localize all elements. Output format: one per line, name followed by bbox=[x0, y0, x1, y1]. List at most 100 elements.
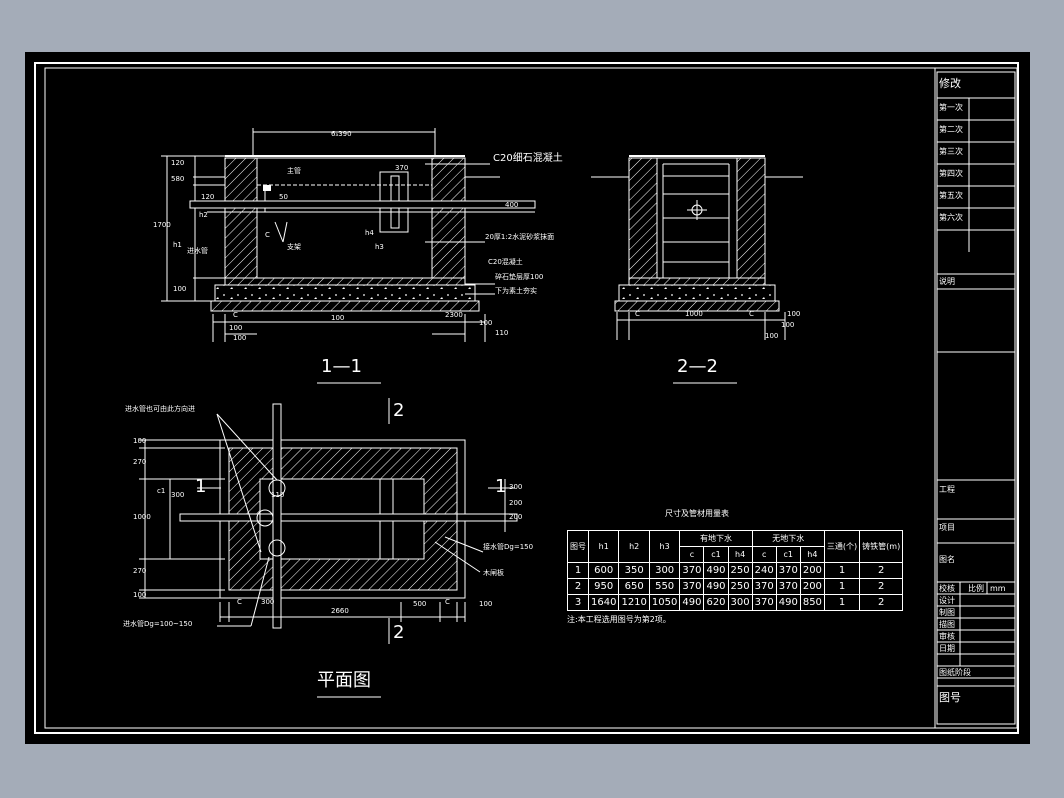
sec11-dim-100e: 100 bbox=[173, 285, 187, 293]
tb-explain: 说明 bbox=[939, 277, 955, 286]
plan-dim-l0: 100 bbox=[133, 437, 147, 445]
cut-1-left: 1 bbox=[195, 476, 207, 497]
sec11-dim-120: 120 bbox=[171, 159, 185, 167]
plan-dim-b1: 300 bbox=[261, 598, 275, 606]
sec22-dim-100a: 100 bbox=[787, 310, 801, 318]
spec-head-tee: 三通(个) bbox=[823, 530, 861, 563]
tb-drawing-name: 图名 bbox=[939, 555, 955, 564]
sec11-inlet: 进水管 bbox=[187, 247, 208, 255]
sec11-dim-2300: 100 bbox=[331, 314, 345, 322]
spec-head-h3: h3 bbox=[648, 530, 681, 563]
plan-outlet: 接水管Dg=150 bbox=[483, 543, 534, 551]
sec11-dim-c1: C bbox=[233, 311, 238, 319]
tb-row-review: 审核 bbox=[939, 632, 955, 641]
plan-inlet-bottom: 进水管Dg=100~150 bbox=[123, 620, 193, 628]
plan-dim-b3: 500 bbox=[413, 600, 427, 608]
section-1-1-label: 1—1 bbox=[321, 356, 362, 377]
sec11-dim-1700: 1700 bbox=[153, 221, 171, 229]
spec-head-c-b: c bbox=[751, 546, 777, 563]
sec22-dim-100c: 100 bbox=[765, 332, 779, 340]
sec11-dim-120b: 120 bbox=[201, 193, 215, 201]
table-cell: 200 bbox=[799, 562, 825, 579]
sec22-dim-c1: C bbox=[635, 310, 640, 318]
table-cell: 1050 bbox=[648, 594, 681, 611]
table-cell: 1210 bbox=[618, 594, 650, 611]
spec-head-no-water: 无地下水 bbox=[751, 530, 825, 547]
table-cell: 2 bbox=[567, 578, 589, 595]
tb-rev-5: 第五次 bbox=[939, 191, 963, 200]
tb-item: 项目 bbox=[939, 523, 955, 532]
table-cell: 350 bbox=[618, 562, 650, 579]
tb-rev-2: 第二次 bbox=[939, 125, 963, 134]
table-cell: 300 bbox=[727, 594, 753, 611]
table-cell: 240 bbox=[751, 562, 777, 579]
table-row: 1 600 350 300 370 490 250 240 370 200 1 … bbox=[567, 562, 904, 579]
table-cell: 2 bbox=[859, 594, 904, 611]
sec22-dim-c2: C bbox=[749, 310, 754, 318]
table-cell: 490 bbox=[679, 594, 705, 611]
table-cell: 490 bbox=[775, 594, 801, 611]
tb-number: 图号 bbox=[939, 691, 961, 704]
sec11-mortar: 20厚1:2水泥砂浆抹面 bbox=[485, 233, 555, 241]
sec11-dim-100a: 100 bbox=[229, 324, 243, 332]
table-cell: 370 bbox=[679, 562, 705, 579]
table-cell: 650 bbox=[618, 578, 650, 595]
table-cell: 200 bbox=[799, 578, 825, 595]
sec11-dim-100b: 100 bbox=[233, 334, 247, 342]
sec11-support: 支架 bbox=[287, 243, 301, 251]
table-cell: 490 bbox=[703, 562, 729, 579]
plan-board: 木闸板 bbox=[483, 569, 504, 577]
sec22-dim-1000: 1000 bbox=[685, 310, 703, 318]
tb-rev-1: 第一次 bbox=[939, 103, 963, 112]
table-cell: 1 bbox=[823, 578, 861, 595]
plan-dim-l4: 270 bbox=[133, 567, 147, 575]
tb-row-design: 设计 bbox=[939, 596, 955, 605]
spec-head-fig: 图号 bbox=[567, 530, 589, 563]
table-row: 2 950 650 550 370 490 250 370 370 200 1 … bbox=[567, 578, 904, 595]
spec-head-c1-a: c1 bbox=[703, 546, 729, 563]
sec11-dim-c2: 2300 bbox=[445, 311, 463, 319]
table-cell: 370 bbox=[775, 562, 801, 579]
table-cell: 1 bbox=[823, 562, 861, 579]
table-cell: 3 bbox=[567, 594, 589, 611]
sec22-dim-100b: 100 bbox=[781, 321, 795, 329]
table-cell: 550 bbox=[648, 578, 681, 595]
sec11-dim-580: 580 bbox=[171, 175, 185, 183]
table-cell: 1 bbox=[823, 594, 861, 611]
plan-dim-l1: 270 bbox=[133, 458, 147, 466]
table-cell: 370 bbox=[775, 578, 801, 595]
sec11-gravel: 碎石垫层厚100 bbox=[495, 273, 544, 281]
plan-dim-b0: C bbox=[237, 598, 242, 606]
sec11-soil: 下为素土夯实 bbox=[495, 287, 537, 295]
spec-head-c1-b: c1 bbox=[775, 546, 801, 563]
tb-row-check: 校核 bbox=[939, 584, 955, 593]
sec11-dim-100c: 100 bbox=[479, 319, 493, 327]
sec11-dim-110: C bbox=[265, 231, 270, 239]
tb-row-trace: 描图 bbox=[939, 620, 955, 629]
plan-dim-r2: 200 bbox=[509, 513, 523, 521]
tb-row-date: 日期 bbox=[939, 644, 955, 653]
plan-dim-l2: c1 bbox=[157, 487, 166, 495]
plan-dim-b5: 100 bbox=[479, 600, 493, 608]
sec11-dim-h1: h1 bbox=[173, 241, 182, 249]
tb-rev-6: 第六次 bbox=[939, 213, 963, 222]
cut-2-bottom: 2 bbox=[393, 622, 405, 643]
tb-stage: 图纸阶段 bbox=[939, 668, 971, 677]
tb-rev-3: 第三次 bbox=[939, 147, 963, 156]
sec11-dim-h3: h3 bbox=[375, 243, 384, 251]
table-cell: 600 bbox=[587, 562, 620, 579]
tb-revise: 修改 bbox=[939, 77, 961, 90]
table-cell: 1640 bbox=[587, 594, 620, 611]
cut-2-top: 2 bbox=[393, 400, 405, 421]
tb-scale: 比例 bbox=[968, 584, 984, 593]
plan-note-top: 进水管也可由此方向进 bbox=[125, 405, 195, 413]
sec11-dim-h2: h2 bbox=[199, 211, 208, 219]
plan-dim-300: 300 bbox=[171, 491, 185, 499]
table-cell: 2 bbox=[859, 578, 904, 595]
cut-1-right: 1 bbox=[495, 476, 507, 497]
sec11-dim-370: 370 bbox=[395, 164, 409, 172]
sec11-concrete-top: C20细石混凝土 bbox=[493, 153, 563, 164]
table-cell: 370 bbox=[751, 594, 777, 611]
plan-dim-b4: C bbox=[445, 598, 450, 606]
table-cell: 250 bbox=[727, 578, 753, 595]
